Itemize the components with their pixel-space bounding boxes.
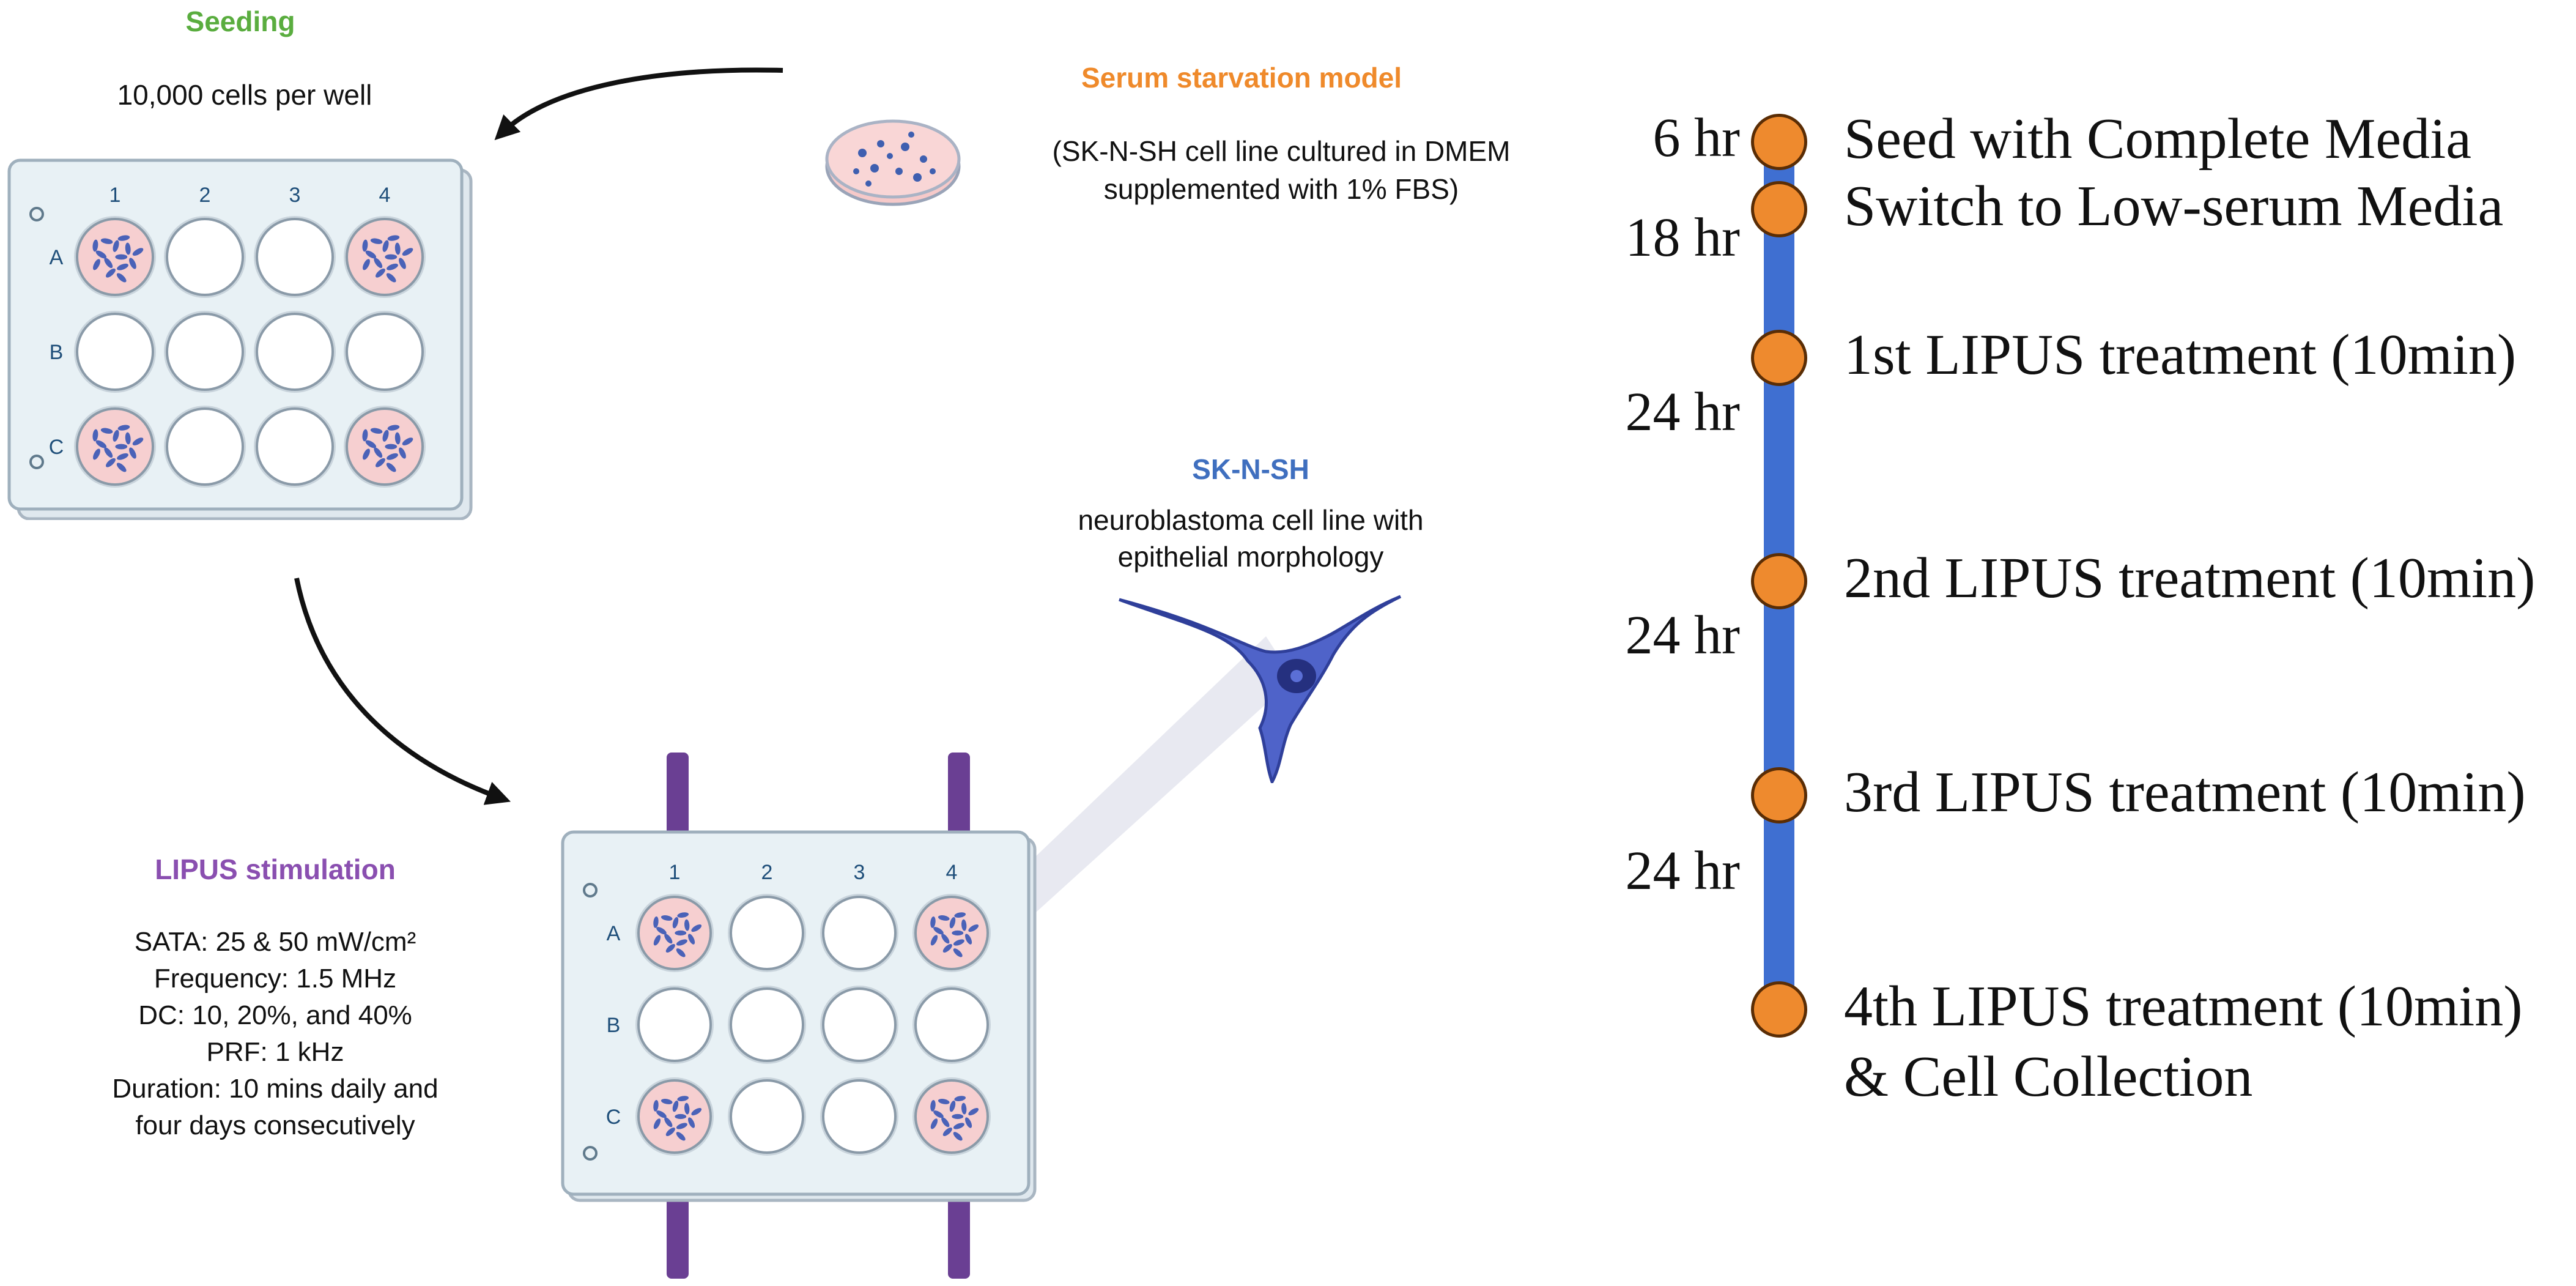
lipus-param-2: Frequency: 1.5 MHz bbox=[154, 964, 397, 994]
timeline-event-dot bbox=[1751, 767, 1807, 823]
plate-well bbox=[728, 894, 806, 972]
plate-well bbox=[164, 311, 246, 393]
timeline-interval-label: 24 hr bbox=[1625, 605, 1740, 666]
plate-well bbox=[820, 894, 898, 972]
lipus-param-6: four days consecutively bbox=[135, 1110, 415, 1140]
plate-row-label: B bbox=[607, 1014, 621, 1037]
timeline-event-label: 1st LIPUS treatment (10min) bbox=[1844, 323, 2517, 387]
arrow-serum-to-seeding bbox=[494, 67, 783, 141]
plate-well bbox=[254, 406, 336, 488]
timeline-interval-label: 24 hr bbox=[1625, 382, 1740, 442]
plate-column-label: 3 bbox=[289, 184, 301, 207]
timeline-event-dot bbox=[1751, 981, 1807, 1038]
seeding-subtitle: 10,000 cells per well bbox=[117, 79, 372, 111]
plate-column-label: 1 bbox=[109, 184, 121, 207]
plate-well bbox=[912, 986, 991, 1064]
plate-well bbox=[635, 894, 714, 972]
plate-column-label: 4 bbox=[379, 184, 391, 207]
timeline-event-dot bbox=[1751, 181, 1807, 237]
plate-column-label: 2 bbox=[199, 184, 211, 207]
plate-row-label: B bbox=[50, 341, 64, 364]
plate-row-label: A bbox=[50, 246, 64, 269]
plate-well bbox=[254, 311, 336, 393]
plate-well bbox=[164, 406, 246, 488]
plate-row-label: A bbox=[607, 922, 621, 945]
seeding-well-plate: 1 2 3 4 A B C bbox=[7, 158, 473, 520]
neuron-cell-icon bbox=[1119, 595, 1402, 783]
serum-model-title: Serum starvation model bbox=[1081, 62, 1402, 94]
lipus-param-5: Duration: 10 mins daily and bbox=[112, 1074, 439, 1104]
plate-well bbox=[74, 216, 156, 298]
plate-well bbox=[344, 216, 426, 298]
plate-row-label: C bbox=[606, 1106, 621, 1129]
serum-model-desc-line-2: supplemented with 1% FBS) bbox=[1103, 173, 1459, 205]
plate-well bbox=[635, 986, 714, 1064]
plate-well bbox=[344, 311, 426, 393]
plate-well bbox=[254, 216, 336, 298]
plate-column-label: 1 bbox=[669, 861, 681, 884]
timeline-event-label: Switch to Low-serum Media bbox=[1844, 174, 2504, 238]
plate-well bbox=[820, 1077, 898, 1156]
plate-well bbox=[912, 894, 991, 972]
timeline-event-dot bbox=[1751, 114, 1807, 170]
plate-well bbox=[728, 1077, 806, 1156]
plate-well bbox=[635, 1077, 714, 1156]
cell-line-desc-line-2: epithelial morphology bbox=[1117, 541, 1384, 573]
plate-row-label: C bbox=[49, 436, 64, 459]
plate-well bbox=[164, 216, 246, 298]
plate-well bbox=[344, 406, 426, 488]
cell-line-desc-line-1: neuroblastoma cell line with bbox=[1078, 504, 1424, 536]
timeline-interval-label: 18 hr bbox=[1625, 207, 1740, 268]
petri-dish-icon bbox=[825, 119, 961, 206]
plate-column-label: 3 bbox=[854, 861, 865, 884]
timeline-event-label: 3rd LIPUS treatment (10min) bbox=[1844, 760, 2526, 824]
timeline-event-dot bbox=[1751, 553, 1807, 609]
lipus-param-3: DC: 10, 20%, and 40% bbox=[138, 1000, 412, 1030]
timeline-event-label: 2nd LIPUS treatment (10min) bbox=[1844, 546, 2536, 610]
serum-model-desc-line-1: (SK-N-SH cell line cultured in DMEM bbox=[1052, 135, 1511, 167]
lipus-param-4: PRF: 1 kHz bbox=[206, 1037, 344, 1067]
cell-line-title: SK-N-SH bbox=[1192, 453, 1309, 485]
timeline-event-label: 4th LIPUS treatment (10min) bbox=[1844, 975, 2523, 1038]
timeline-interval-label: 24 hr bbox=[1625, 841, 1740, 901]
lipus-well-plate: 1 2 3 4 A B C bbox=[561, 753, 1037, 1279]
plate-well bbox=[820, 986, 898, 1064]
zoom-cone bbox=[991, 636, 1294, 942]
plate-well bbox=[912, 1077, 991, 1156]
plate-column-label: 2 bbox=[761, 861, 773, 884]
timeline-event-dot bbox=[1751, 330, 1807, 386]
timeline-event-label: & Cell Collection bbox=[1844, 1045, 2253, 1109]
plate-well bbox=[74, 406, 156, 488]
arrow-seeding-to-lipus bbox=[294, 578, 511, 805]
lipus-title: LIPUS stimulation bbox=[155, 853, 396, 885]
timeline-event-label: Seed with Complete Media bbox=[1844, 107, 2471, 171]
plate-well bbox=[74, 311, 156, 393]
timeline-interval-label: 6 hr bbox=[1653, 108, 1740, 168]
plate-well bbox=[728, 986, 806, 1064]
lipus-param-1: SATA: 25 & 50 mW/cm² bbox=[134, 927, 416, 957]
plate-column-label: 4 bbox=[946, 861, 958, 884]
seeding-title: Seeding bbox=[185, 6, 295, 37]
